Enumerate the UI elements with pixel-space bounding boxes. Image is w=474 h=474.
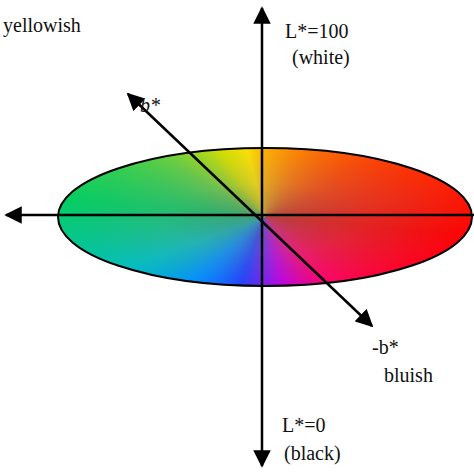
axis-label: L*=100 — [285, 20, 349, 42]
axis-name: b* — [140, 94, 160, 116]
axis-label: (white) — [292, 46, 350, 68]
l-axis — [261, 8, 264, 466]
axis-name: -b* — [372, 336, 399, 358]
axis-label: bluish — [384, 364, 433, 386]
axis-label: (black) — [284, 442, 341, 464]
b-axis — [128, 94, 372, 326]
ellipse-outline — [58, 148, 472, 286]
a-axis — [6, 214, 474, 217]
axis-label: L*=0 — [282, 414, 326, 436]
axis-label: yellowish — [3, 14, 81, 36]
